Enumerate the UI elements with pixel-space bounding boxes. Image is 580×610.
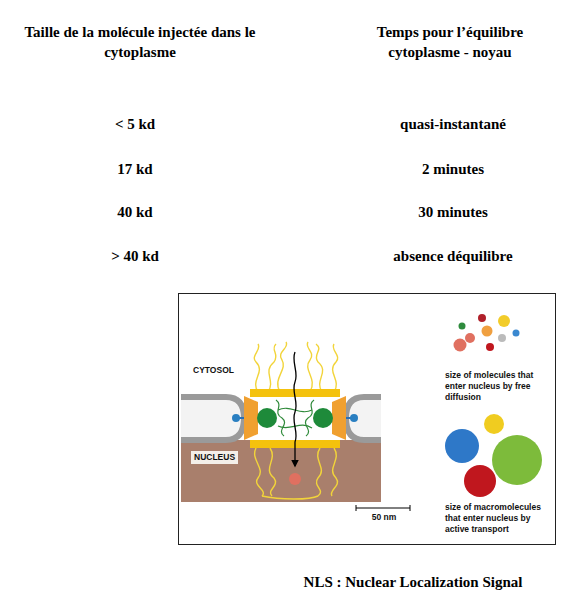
cytoplasmic-filaments [254,342,337,392]
nucleus-region [181,440,381,502]
cargo-molecule [289,473,301,485]
scale-bar [356,505,410,511]
nuclear-envelope [346,397,381,440]
nuclear-envelope [181,397,244,440]
region-label: CYTOSOL [193,365,273,376]
table-cell: 40 kd [60,202,210,222]
table-cell: 2 minutes [348,159,558,179]
table-cell: absence déquilibre [348,246,558,266]
region-label: NUCLEUS [191,451,238,464]
transport-arrow [294,352,296,466]
pore-subunit [313,408,333,428]
pore-ring [332,396,346,440]
legend-note: size of macromolecules that enter nucleu… [445,502,551,535]
column-header: Taille de la molécule injectée dans le c… [20,22,260,62]
macromolecules [445,414,542,497]
table-cell: 17 kd [60,159,210,179]
table-cell: < 5 kd [60,114,210,134]
note: NLS : Nuclear Localization Signal [250,572,576,592]
column-header: Temps pour l’équilibre cytoplasme - noya… [345,22,555,62]
legend-note: size of molecules that enter nucleus by … [445,370,551,403]
anchor-dot [232,414,240,422]
small-molecules [454,314,520,352]
figure-frame: CYTOSOL NUCLEUS size of molecules that ent… [178,293,556,545]
table-cell: quasi-instantané [348,114,558,134]
pore-subunit [257,408,277,428]
pore-ring [244,396,258,440]
table-cell: 30 minutes [348,202,558,222]
table-cell: > 40 kd [60,246,210,266]
nuclear-basket [255,448,338,499]
anchor-dot [350,414,358,422]
scale-label: 50 nm [359,512,409,523]
